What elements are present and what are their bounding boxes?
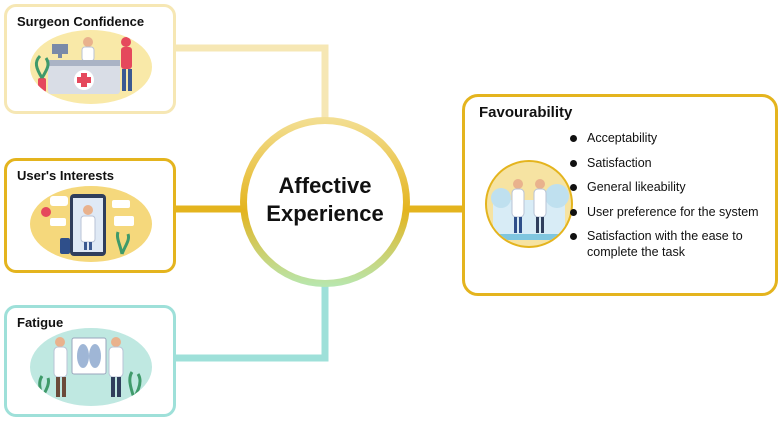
doctors-discussion-illustration-icon [485,160,573,248]
central-concept-label: Affective Experience [247,172,403,228]
list-item: General likeability [570,180,772,196]
list-item-text: User preference for the system [587,204,759,219]
central-concept-line-1: Affective [278,173,372,198]
doctor-phone-illustration-icon [30,186,152,262]
connector-fatigue [176,285,329,362]
bullet-icon [570,208,577,216]
favourability-box: Favourability Acceptability Satisfaction… [462,94,778,296]
factor-title: Fatigue [17,315,64,330]
bullet-icon [570,233,577,240]
bullet-icon [570,159,577,167]
list-item-text: Satisfaction with the ease to complete t… [587,229,743,259]
doctors-xray-illustration-icon [30,328,152,406]
list-item-text: Acceptability [587,131,658,145]
bullet-icon [570,135,577,142]
list-item-text: General likeability [587,180,686,194]
list-item: Acceptability [570,131,772,147]
bullet-icon [570,184,577,191]
list-item-text: Satisfaction [587,155,652,170]
list-item: Satisfaction with the ease to complete t… [570,229,772,260]
central-concept-node: Affective Experience [240,117,410,287]
factor-title: User's Interests [17,168,115,183]
favourability-title: Favourability [479,104,573,121]
list-item: User preference for the system [570,205,772,221]
list-item: Satisfaction [570,156,772,172]
factor-title: Surgeon Confidence [17,14,145,29]
favourability-list: Acceptability Satisfaction General likea… [570,131,772,269]
central-concept-line-2: Experience [266,201,384,226]
reception-desk-illustration-icon [30,30,152,104]
connector-surgeon [176,44,329,120]
